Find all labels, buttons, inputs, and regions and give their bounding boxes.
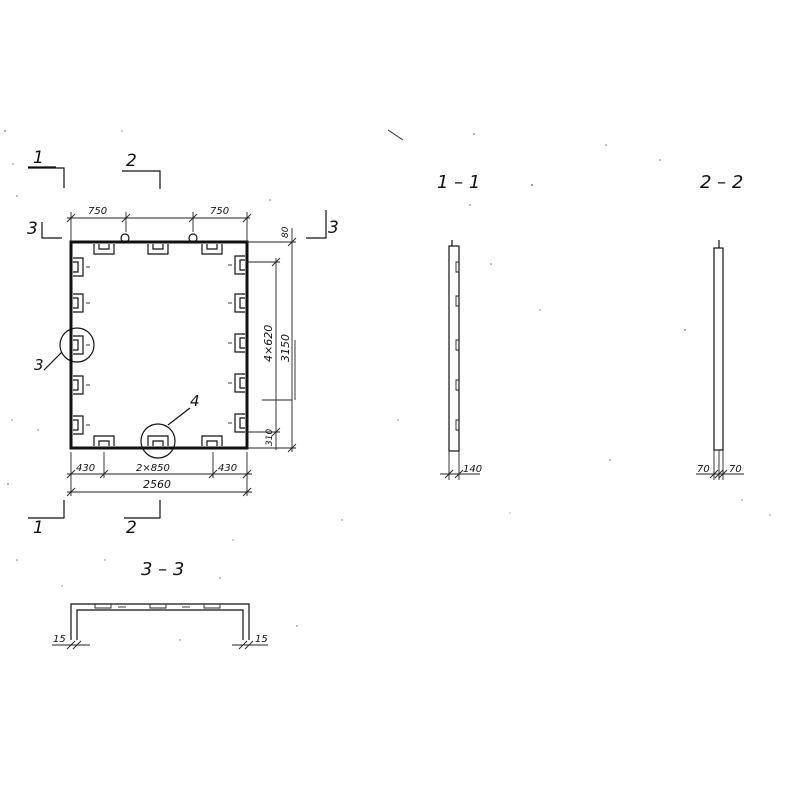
bottom-embeds	[93, 435, 223, 446]
callout-circle-4	[140, 423, 176, 459]
section-2-2: 2 – 2 70 70	[696, 172, 744, 480]
dim-top-left: 750	[88, 206, 107, 217]
section-1-1-title: 1 – 1	[437, 172, 480, 193]
section-3-3-title: 3 – 3	[141, 559, 184, 580]
section-2-2-left: 70	[697, 464, 710, 475]
section-3-3-right: 15	[255, 634, 268, 645]
scan-noise	[4, 129, 771, 641]
dim-top-edge: 80	[281, 226, 291, 238]
left-embeds	[73, 257, 90, 435]
section-2-2-right: 70	[729, 464, 742, 475]
top-embeds	[93, 233, 223, 255]
section-3-3-left: 15	[53, 634, 66, 645]
section-mark-2-bottom: 2	[126, 518, 137, 538]
dim-middle-spacing: 2×850	[136, 463, 170, 474]
section-mark-1-bottom: 1	[33, 518, 44, 538]
right-embeds	[228, 255, 245, 433]
callout-3-label: 3	[34, 356, 44, 374]
dim-left-edge: 430	[76, 463, 95, 474]
dim-height: 3150	[279, 334, 292, 362]
plan-dimensions: 750 750 80 4×620 3150 310 430 2×850 430	[66, 206, 297, 497]
section-1-1: 1 – 1 140	[437, 172, 482, 480]
dim-right-edge: 430	[218, 463, 237, 474]
callout-4-label: 4	[190, 392, 200, 410]
dim-width: 2560	[143, 478, 171, 491]
plan-view: 3 4	[34, 233, 249, 459]
section-mark-2-top: 2	[126, 151, 137, 171]
section-mark-1-top: 1	[33, 148, 44, 168]
section-mark-3-right: 3	[328, 218, 339, 238]
section-2-2-title: 2 – 2	[700, 172, 743, 193]
section-3-3: 3 – 3 15 15	[52, 559, 268, 650]
dim-vertical-spacing: 4×620	[262, 325, 275, 362]
callout-circle-3	[59, 327, 95, 363]
dim-bottom-edge: 310	[265, 429, 275, 446]
dim-top-right: 750	[210, 206, 229, 217]
section-markers: 1 2 3 3 1 2	[27, 148, 339, 538]
panel-outline	[69, 240, 249, 450]
section-mark-3-left: 3	[27, 219, 38, 239]
section-1-1-thickness: 140	[463, 464, 482, 475]
